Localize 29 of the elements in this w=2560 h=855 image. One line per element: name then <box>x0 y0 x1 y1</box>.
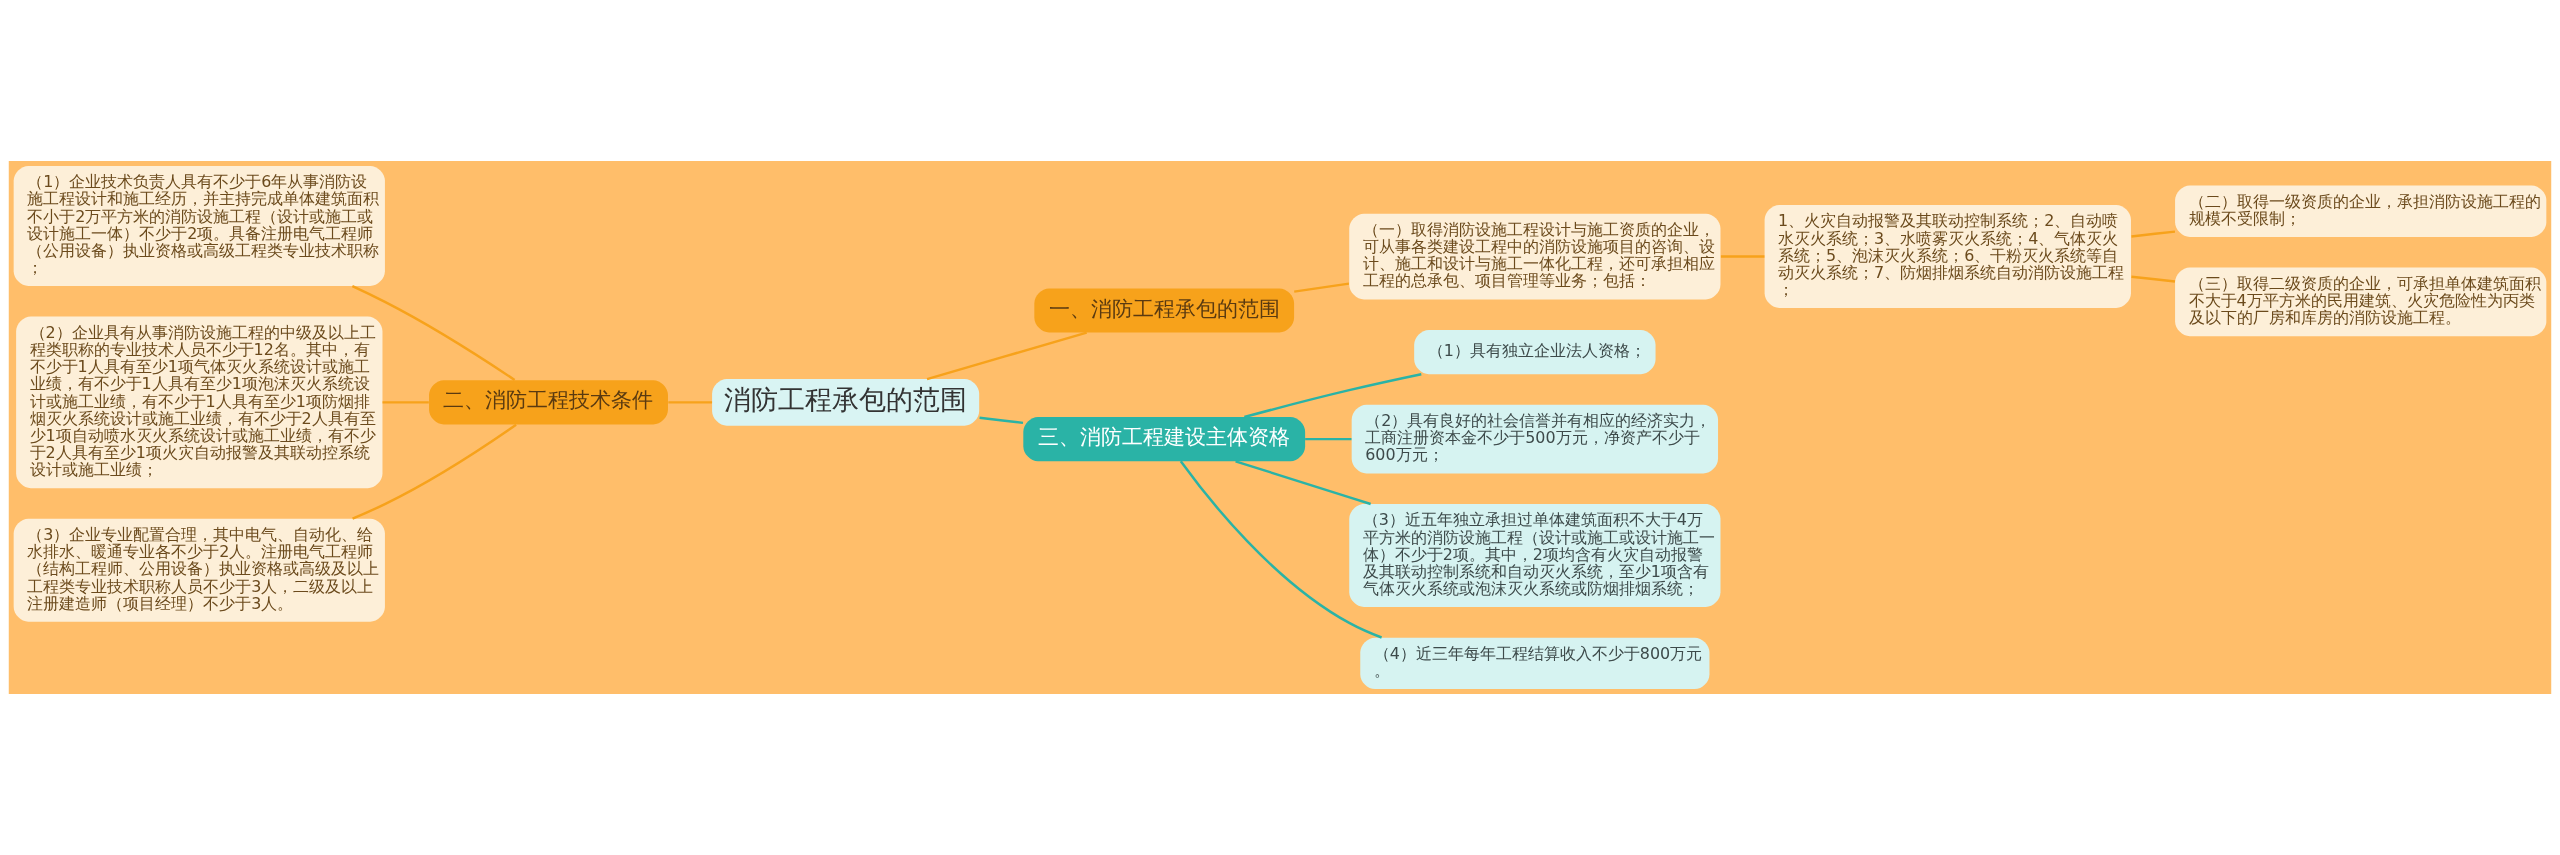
node-box: （2）具有良好的社会信誉并有相应的经济实力，工商注册资本金不少于500万元，净资产不少于600万元； <box>1351 404 1719 474</box>
connector <box>1179 460 1383 639</box>
node-box: 三、消防工程建设主体资格 <box>1023 417 1306 462</box>
connector <box>926 331 1088 381</box>
node-box: （1）企业技术负责人具有不少于6年从事消防设施工程设计和施工经历，并主持完成单体建筑面积不小于2万平方米的消防设施工程（设计或施工或设计施工一体）不少于2项。具备注册电气工程师（公用设备）执业资格或高级工程类专业技术职称； <box>13 165 385 286</box>
connector <box>668 401 713 404</box>
connector <box>2131 230 2176 238</box>
connector <box>1294 282 1350 293</box>
connector <box>1305 437 1352 441</box>
node-box: （3）企业专业配置合理，其中电气、自动化、给水排水、暖通专业各不少于2人。注册电气工程师（结构工程师、公用设备）执业资格或高级及以上工程类专业技术职称人员不少于3人，二级及以上注册建造师（项目经理）不少于3人。 <box>13 518 385 622</box>
node-box: （二）取得一级资质的企业，承担消防设施工程的规模不受限制； <box>2175 185 2547 237</box>
connector <box>351 285 516 381</box>
node-box: 1、火灾自动报警及其联动控制系统；2、自动喷水灭火系统；3、水喷雾灭火系统；4、气体灭火系统；5、泡沫灭火系统；6、干粉灭火系统等自动灭火系统；7、防烟排烟系统自动消防设施工程； <box>1764 205 2131 309</box>
node-box: （3）近五年独立承担过单体建筑面积不大于4万平方米的消防设施工程（设计或施工或设计施工一体）不少于2项。其中，2项均含有火灾自动报警及其联动控制系统和自动灭火系统，至少1项含有气体灭火系统或泡沫灭火系统或防烟排烟系统； <box>1349 504 1721 607</box>
node-box: （三）取得二级资质的企业，可承担单体建筑面积不大于4万平方米的民用建筑、火灾危险性为丙类及以下的厂房和库房的消防设施工程。 <box>2175 267 2547 337</box>
node-box: （一）取得消防设施工程设计与施工资质的企业，可从事各类建设工程中的消防设施项目的咨询、设计、施工和设计与施工一体化工程，还可承担相应工程的总承包、项目管理等业务；包括： <box>1349 213 1721 300</box>
connector <box>979 416 1024 425</box>
node-box: （1）具有独立企业法人资格； <box>1414 330 1656 375</box>
node-box: （2）企业具有从事消防设施工程的中级及以上工程类职称的专业技术人员不少于12名。其中，有不少于1人具有至少1项气体灭火系统设计或施工业绩，有不少于1人具有至少1项泡沫灭火系统设计或施工业绩，有不少于1人具有至少1项防烟排烟灭火系统设计或施工业绩，有不少于2人具有至少1项自动喷水灭火系统设计或施工业绩，有不少于2人具有至少1项火灾自动报警及其联动控系统设计或施工业绩； <box>16 316 383 489</box>
node-box: （4）近三年每年工程结算收入不少于800万元。 <box>1360 637 1710 690</box>
node-box: 消防工程承包的范围 <box>712 379 980 426</box>
connector <box>1235 460 1371 506</box>
connector <box>1244 373 1422 419</box>
connector <box>2131 275 2176 283</box>
node-box: 一、消防工程承包的范围 <box>1034 288 1295 333</box>
node-box: 二、消防工程技术条件 <box>429 380 668 425</box>
connector <box>352 423 517 520</box>
connector <box>382 401 429 404</box>
connector <box>1720 255 1765 258</box>
